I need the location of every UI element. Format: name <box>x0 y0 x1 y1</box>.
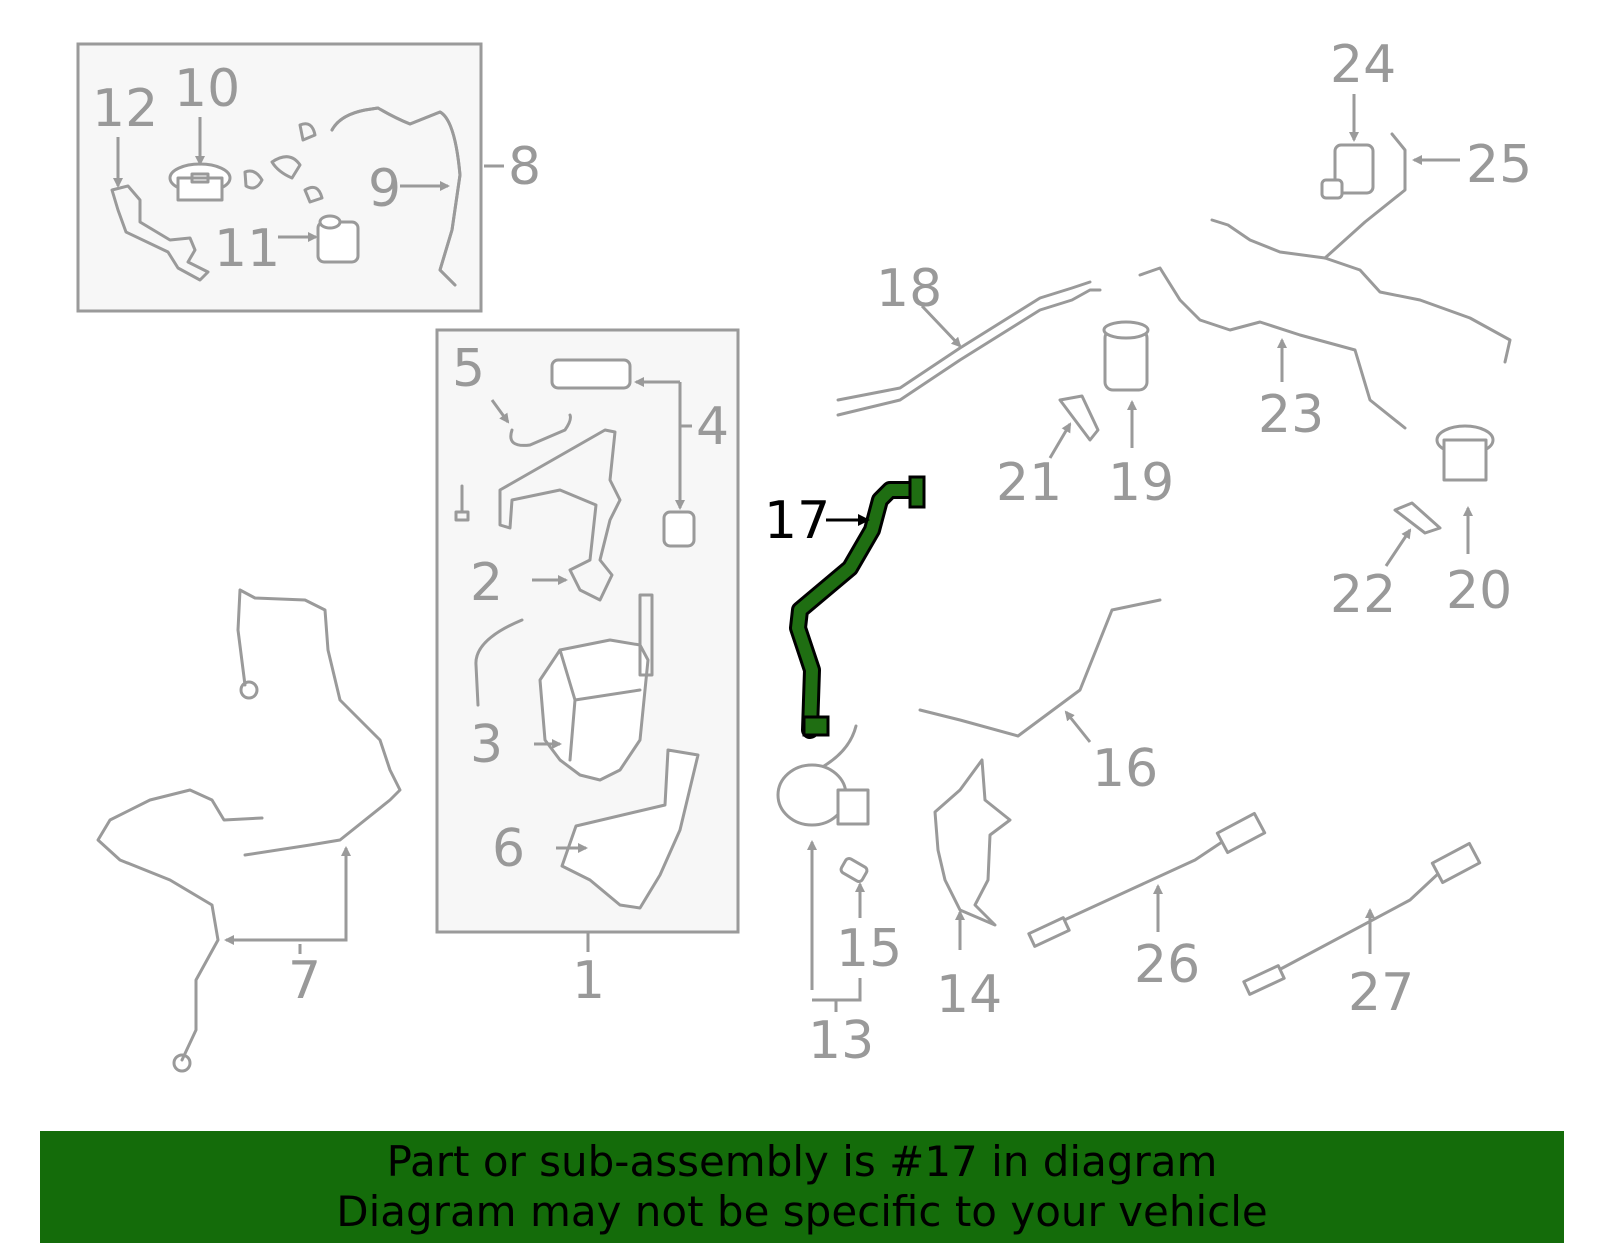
part-5-hose <box>509 413 572 447</box>
banner-line-disclaimer: Diagram may not be specific to your vehi… <box>336 1187 1268 1236</box>
part-small-fitting <box>243 122 324 204</box>
part-18-tube-lower <box>836 280 1092 402</box>
callout-15: 15 <box>836 919 902 979</box>
callout-19: 19 <box>1108 453 1174 513</box>
part-14-bracket <box>933 758 1012 927</box>
part-22-gasket <box>1393 501 1442 535</box>
part-19-valve <box>1102 320 1150 392</box>
callout-18: 18 <box>876 259 942 319</box>
part-17-hose-highlighted <box>789 475 926 739</box>
callout-2: 2 <box>470 553 503 613</box>
callout-21: 21 <box>996 453 1062 513</box>
callout-5: 5 <box>452 339 485 399</box>
part-20-valve <box>1435 424 1495 482</box>
part-25-branch <box>1323 132 1407 260</box>
part-25-tube <box>1210 218 1512 364</box>
part-7-tube-end-top <box>239 680 259 700</box>
part-26-o2-sensor <box>1027 811 1267 948</box>
part-21-gasket <box>1058 394 1100 442</box>
callout-20: 20 <box>1446 561 1512 621</box>
part-9-hose-core <box>330 106 462 287</box>
part-3-hose <box>474 618 524 707</box>
part-7-tube-end <box>172 1053 192 1073</box>
inset-box-top-left <box>76 42 483 313</box>
callout-24: 24 <box>1330 35 1396 95</box>
callout-26: 26 <box>1134 935 1200 995</box>
callout-1: 1 <box>572 951 605 1011</box>
info-banner: Part or sub-assembly is #17 in diagram D… <box>40 1131 1564 1243</box>
callout-13: 13 <box>808 1011 874 1071</box>
part-12-bracket <box>110 184 210 282</box>
part-3-canister <box>538 593 654 782</box>
part-2-bracket <box>498 428 622 602</box>
callout-7: 7 <box>288 951 321 1011</box>
callout-22: 22 <box>1330 565 1396 625</box>
part-18-tube <box>836 288 1102 417</box>
callout-6: 6 <box>492 819 525 879</box>
part-6-shield <box>560 748 700 910</box>
part-24-sensor <box>1320 143 1375 200</box>
callout-16: 16 <box>1092 739 1158 799</box>
callout-11: 11 <box>214 219 280 279</box>
callout-23: 23 <box>1258 385 1324 445</box>
part-11-valve <box>316 214 360 264</box>
banner-line-part: Part or sub-assembly is #17 in diagram <box>386 1137 1218 1186</box>
callout-10: 10 <box>174 59 240 119</box>
leader-lines <box>113 94 1473 1012</box>
part-7-tube <box>96 588 402 1062</box>
part-16-hose <box>918 598 1162 738</box>
part-13-pump <box>776 724 870 827</box>
part-4-solenoid <box>550 358 696 548</box>
part-bolt <box>454 484 470 522</box>
callout-17: 17 <box>764 491 830 551</box>
part-23-hose <box>1138 266 1407 430</box>
callout-3: 3 <box>470 715 503 775</box>
part-15-sensor <box>839 857 869 883</box>
callout-8: 8 <box>508 137 541 197</box>
callout-12: 12 <box>92 79 158 139</box>
callout-9: 9 <box>368 159 401 219</box>
part-10-valve <box>168 162 232 202</box>
callout-25: 25 <box>1466 135 1532 195</box>
callout-27: 27 <box>1348 963 1414 1023</box>
part-27-o2-sensor <box>1242 841 1482 996</box>
callout-14: 14 <box>936 965 1002 1025</box>
callout-4: 4 <box>696 397 729 457</box>
